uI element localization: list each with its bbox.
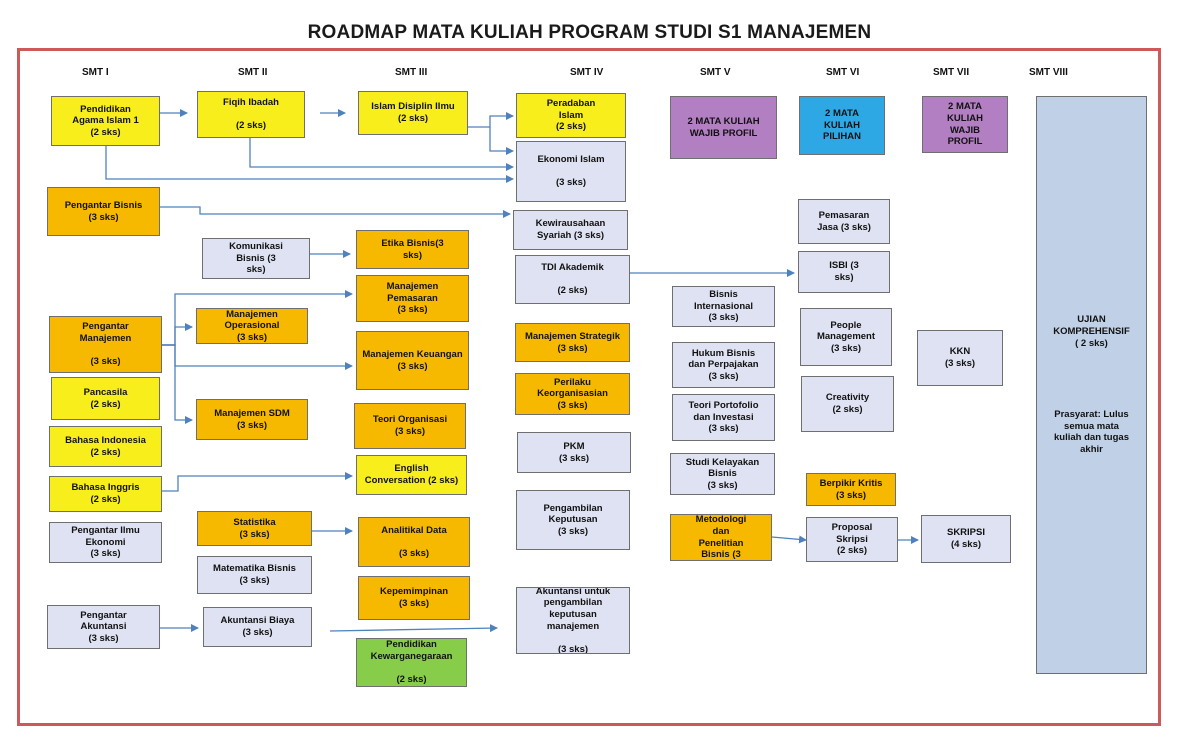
semester-header-6: SMT VI <box>826 67 860 78</box>
course-metodologi-penelitian: Metodologi dan Penelitian Bisnis (3 <box>670 514 772 561</box>
course-teori-portofolio-investasi: Teori Portofolio dan Investasi (3 sks) <box>672 394 775 441</box>
course-creativity: Creativity (2 sks) <box>801 376 894 432</box>
course-english-conversation: English Conversation (2 sks) <box>356 455 467 495</box>
course-manajemen-operasional: Manajemen Operasional (3 sks) <box>196 308 308 344</box>
course-skripsi: SKRIPSI (4 sks) <box>921 515 1011 563</box>
semester-header-3: SMT III <box>395 67 428 78</box>
prasyarat-note: Prasyarat: Lulus semua mata kuliah dan t… <box>1054 409 1129 455</box>
course-bisnis-internasional: Bisnis Internasional (3 sks) <box>672 286 775 327</box>
course-manajemen-sdm: Manajemen SDM (3 sks) <box>196 399 308 440</box>
course-people-management: People Management (3 sks) <box>800 308 892 366</box>
course-matematika-bisnis: Matematika Bisnis (3 sks) <box>197 556 312 594</box>
semester-header-8: SMT VIII <box>1029 67 1068 78</box>
course-proposal-skripsi: Proposal Skripsi (2 sks) <box>806 517 898 562</box>
course-pengantar-akuntansi: Pengantar Akuntansi (3 sks) <box>47 605 160 649</box>
course-pengantar-bisnis: Pengantar Bisnis (3 sks) <box>47 187 160 236</box>
course-analitikal-data: Analitikal Data (3 sks) <box>358 517 470 567</box>
course-pemasaran-jasa: Pemasaran Jasa (3 sks) <box>798 199 890 244</box>
course-ekonomi-islam: Ekonomi Islam (3 sks) <box>516 141 626 202</box>
course-mata-kuliah-pilihan: 2 MATA KULIAH PILIHAN <box>799 96 885 155</box>
semester-header-1: SMT I <box>82 67 109 78</box>
course-pengantar-manajemen: Pengantar Manajemen (3 sks) <box>49 316 162 373</box>
course-manajemen-pemasaran: Manajemen Pemasaran (3 sks) <box>356 275 469 322</box>
course-peradaban-islam: Peradaban Islam (2 sks) <box>516 93 626 138</box>
course-akuntansi-pengambilan-keputusan: Akuntansi untuk pengambilan keputusan ma… <box>516 587 630 654</box>
course-ujian-komprehensif: UJIAN KOMPREHENSIF ( 2 sks) Prasyarat: L… <box>1036 96 1147 674</box>
course-isbi: ISBI (3 sks) <box>798 251 890 293</box>
semester-header-2: SMT II <box>238 67 268 78</box>
semester-header-5: SMT V <box>700 67 731 78</box>
course-islam-disiplin-ilmu: Islam Disiplin Ilmu (2 sks) <box>358 91 468 135</box>
course-komunikasi-bisnis: Komunikasi Bisnis (3 sks) <box>202 238 310 279</box>
course-manajemen-strategik: Manajemen Strategik (3 sks) <box>515 323 630 362</box>
page-title: ROADMAP MATA KULIAH PROGRAM STUDI S1 MAN… <box>307 22 872 43</box>
course-kewirausahaan-syariah: Kewirausahaan Syariah (3 sks) <box>513 210 628 250</box>
course-kepemimpinan: Kepemimpinan (3 sks) <box>358 576 470 620</box>
course-akuntansi-biaya: Akuntansi Biaya (3 sks) <box>203 607 312 647</box>
course-perilaku-keorganisasian: Perilaku Keorganisasian (3 sks) <box>515 373 630 415</box>
course-fiqih-ibadah: Fiqih Ibadah (2 sks) <box>197 91 305 138</box>
course-statistika: Statistika (3 sks) <box>197 511 312 546</box>
semester-header-4: SMT IV <box>570 67 604 78</box>
course-bahasa-indonesia: Bahasa Indonesia (2 sks) <box>49 426 162 467</box>
course-kkn: KKN (3 sks) <box>917 330 1003 386</box>
course-bahasa-inggris: Bahasa Inggris (2 sks) <box>49 476 162 512</box>
course-pkm: PKM (3 sks) <box>517 432 631 473</box>
course-pengantar-ilmu-ekonomi: Pengantar Ilmu Ekonomi (3 sks) <box>49 522 162 563</box>
ujian-komprehensif-label: UJIAN KOMPREHENSIF ( 2 sks) <box>1053 314 1130 349</box>
semester-header-7: SMT VII <box>933 67 970 78</box>
course-teori-organisasi: Teori Organisasi (3 sks) <box>354 403 466 449</box>
course-berpikir-kritis: Berpikir Kritis (3 sks) <box>806 473 896 506</box>
roadmap-frame <box>17 48 1161 726</box>
course-studi-kelayakan-bisnis: Studi Kelayakan Bisnis (3 sks) <box>670 453 775 495</box>
course-etika-bisnis: Etika Bisnis(3 sks) <box>356 230 469 269</box>
course-pendidikan-agama-islam: Pendidikan Agama Islam 1 (2 sks) <box>51 96 160 146</box>
course-tdi-akademik: TDI Akademik (2 sks) <box>515 255 630 304</box>
course-pancasila: Pancasila (2 sks) <box>51 377 160 420</box>
course-wajib-profil-smt5: 2 MATA KULIAH WAJIB PROFIL <box>670 96 777 159</box>
course-pendidikan-kewarganegaraan: Pendidikan Kewarganegaraan (2 sks) <box>356 638 467 687</box>
course-manajemen-keuangan: Manajemen Keuangan (3 sks) <box>356 331 469 390</box>
course-hukum-bisnis-perpajakan: Hukum Bisnis dan Perpajakan (3 sks) <box>672 342 775 388</box>
course-pengambilan-keputusan: Pengambilan Keputusan (3 sks) <box>516 490 630 550</box>
course-wajib-profil-smt7: 2 MATA KULIAH WAJIB PROFIL <box>922 96 1008 153</box>
